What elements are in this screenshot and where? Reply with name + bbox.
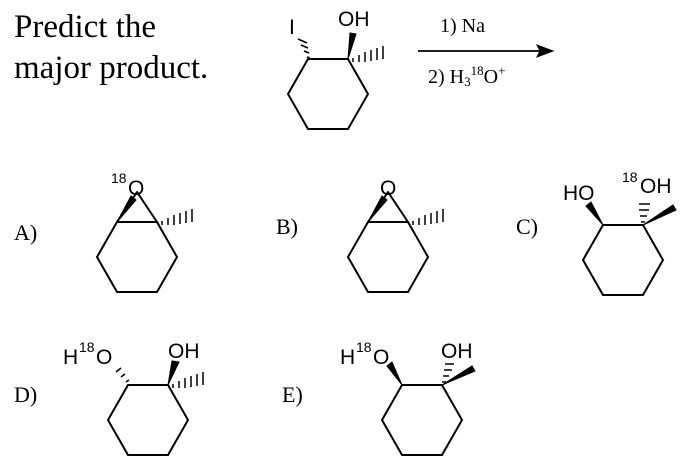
option-a-label: A) [14, 220, 38, 245]
option-a-structure [96, 191, 193, 293]
option-b-oxygen: O [380, 177, 397, 200]
option-a-isotope: 18 [111, 170, 127, 186]
hash-bond-methyl [161, 209, 193, 225]
wedge-bond-hydroxyl [347, 32, 357, 60]
option-d-hydrogen: H [63, 346, 79, 369]
option-c-hydroxyl-right: OH [640, 175, 672, 198]
option-b-structure [347, 191, 444, 293]
question-line-1: Predict the [14, 9, 157, 45]
option-b-label: B) [276, 214, 298, 239]
hydroxyl-label: OH [338, 8, 370, 31]
option-c-hydroxyl-left: HO [563, 182, 595, 205]
option-e-structure [381, 361, 476, 456]
hash-bond-left [115, 367, 130, 383]
starting-material [287, 32, 384, 130]
option-a-oxygen: O [128, 177, 145, 200]
option-c-label: C) [516, 214, 538, 239]
option-e-hydrogen: H [340, 346, 356, 369]
option-d-isotope: 18 [79, 339, 95, 355]
question-line-2: major product. [14, 50, 209, 86]
option-d-structure [107, 360, 204, 456]
hash-bond-methyl [352, 46, 384, 62]
option-c-structure [582, 201, 677, 296]
option-e-oxygen: O [373, 346, 390, 369]
wedge-bond-methyl [642, 204, 677, 226]
option-d-hydroxyl-right: OH [168, 340, 200, 363]
reaction-arrow [418, 44, 555, 58]
option-d-label: D) [14, 382, 38, 407]
option-e-hydroxyl-right: OH [441, 340, 473, 363]
wedge-bond-left [585, 201, 604, 226]
option-d-oxygen: O [96, 346, 113, 369]
wedge-bond-methyl [441, 365, 476, 386]
option-e-isotope: 18 [356, 339, 372, 355]
wedge-bond-right-oh [167, 360, 180, 386]
hash-bond-right-oh [639, 203, 650, 223]
option-c-isotope: 18 [622, 169, 638, 185]
reagent-step-1: 1) Na [440, 15, 485, 37]
hash-bond-iodine [297, 38, 311, 59]
hash-bond-methyl [412, 209, 444, 225]
hash-bond-methyl [172, 372, 204, 388]
iodine-label: I [289, 16, 295, 39]
option-e-label: E) [282, 382, 303, 407]
wedge-bond-left [386, 361, 403, 386]
reagent-step-2: 2) H318O+ [428, 63, 506, 89]
hash-bond-right-oh [442, 363, 454, 383]
